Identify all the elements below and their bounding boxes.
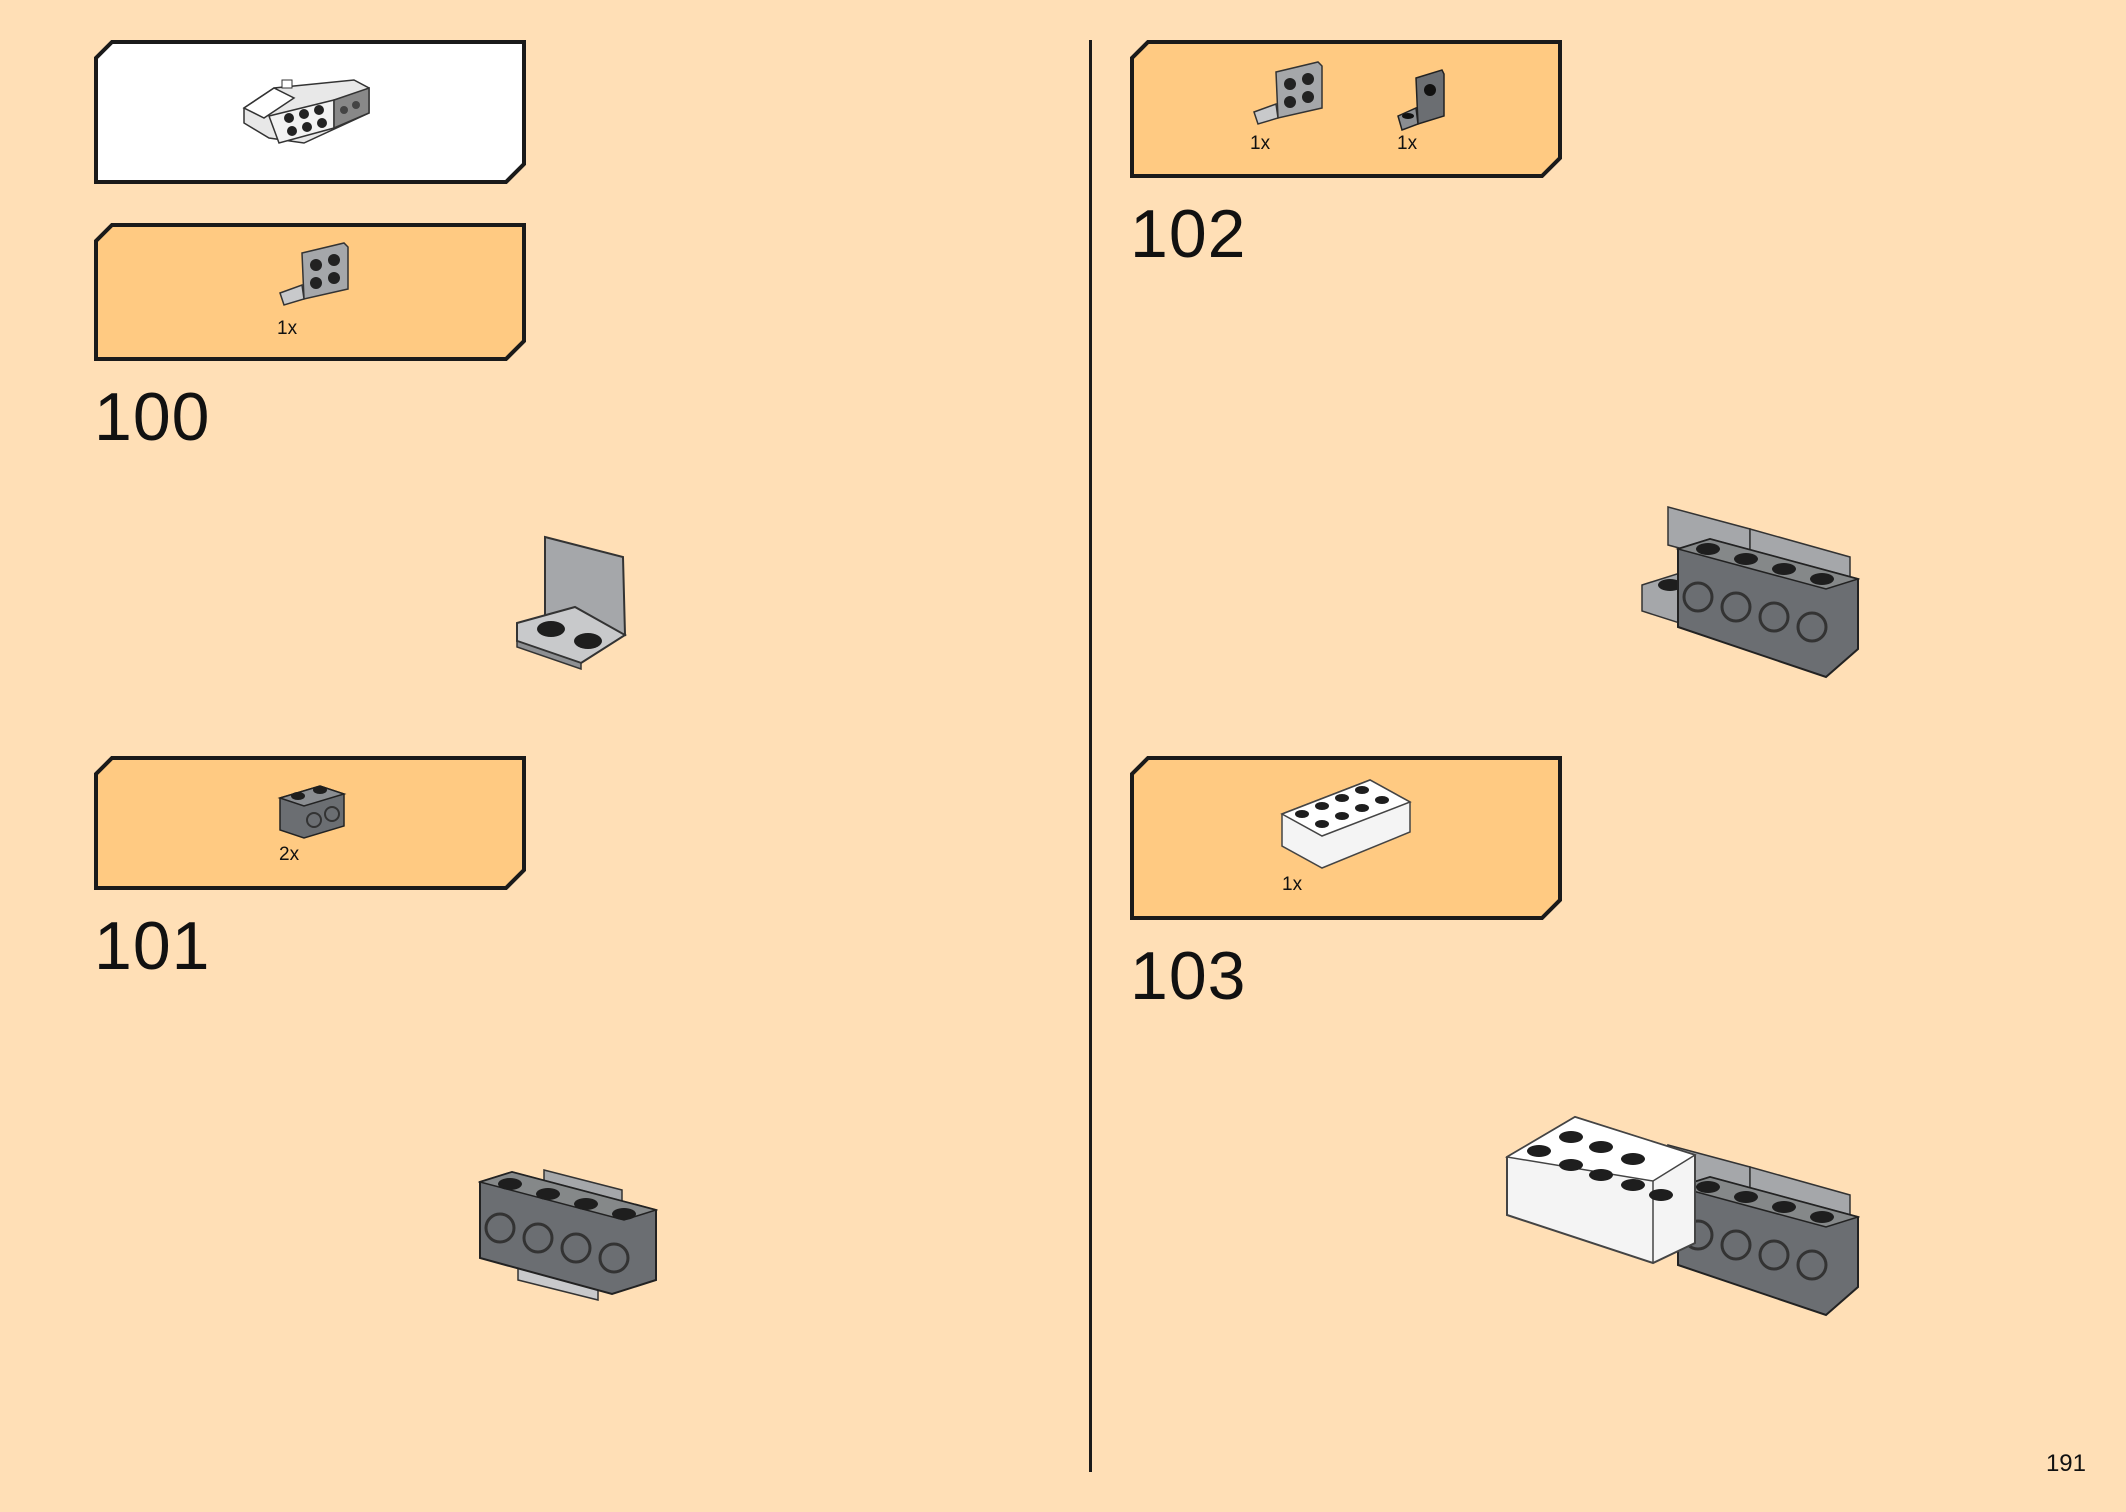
step-number-102: 102 <box>1130 196 1247 272</box>
page-number: 191 <box>2045 1450 2086 1477</box>
submodel-assembly-icon <box>242 79 370 144</box>
bracket-1x1-1x1-dark-gray-icon <box>1397 69 1445 131</box>
step-100-model <box>516 535 627 670</box>
step-102-part-2-qty: 1x <box>1397 133 1418 154</box>
step-103-model <box>1505 1115 1860 1317</box>
step-101-part-1-qty: 2x <box>279 844 300 865</box>
step-100-part-1-qty: 1x <box>277 318 298 339</box>
step-number-101: 101 <box>94 908 211 984</box>
step-101-model <box>478 1169 658 1301</box>
step-102-parts-callout: 1x 1x <box>1130 40 1564 178</box>
parts-callout-frame <box>1130 40 1562 178</box>
technic-brick-1x2-dark-gray-icon <box>277 785 347 839</box>
step-103-part-1-qty: 1x <box>1282 874 1303 895</box>
step-101-parts-callout: 2x <box>94 756 528 890</box>
bracket-1x2-2x2-light-gray-icon <box>1253 61 1323 125</box>
bracket-1x2-2x2-light-gray-icon <box>279 242 349 306</box>
brick-2x4-white-icon <box>1280 779 1412 869</box>
step-102-model <box>1641 506 1860 679</box>
step-100-parts-callout: 1x <box>94 223 528 361</box>
step-number-100: 100 <box>94 379 211 455</box>
submodel-callout <box>94 40 528 184</box>
step-number-103: 103 <box>1130 938 1247 1014</box>
step-102-part-1-qty: 1x <box>1250 133 1271 154</box>
page-divider <box>1089 40 1092 1472</box>
step-103-parts-callout: 1x <box>1130 756 1564 920</box>
